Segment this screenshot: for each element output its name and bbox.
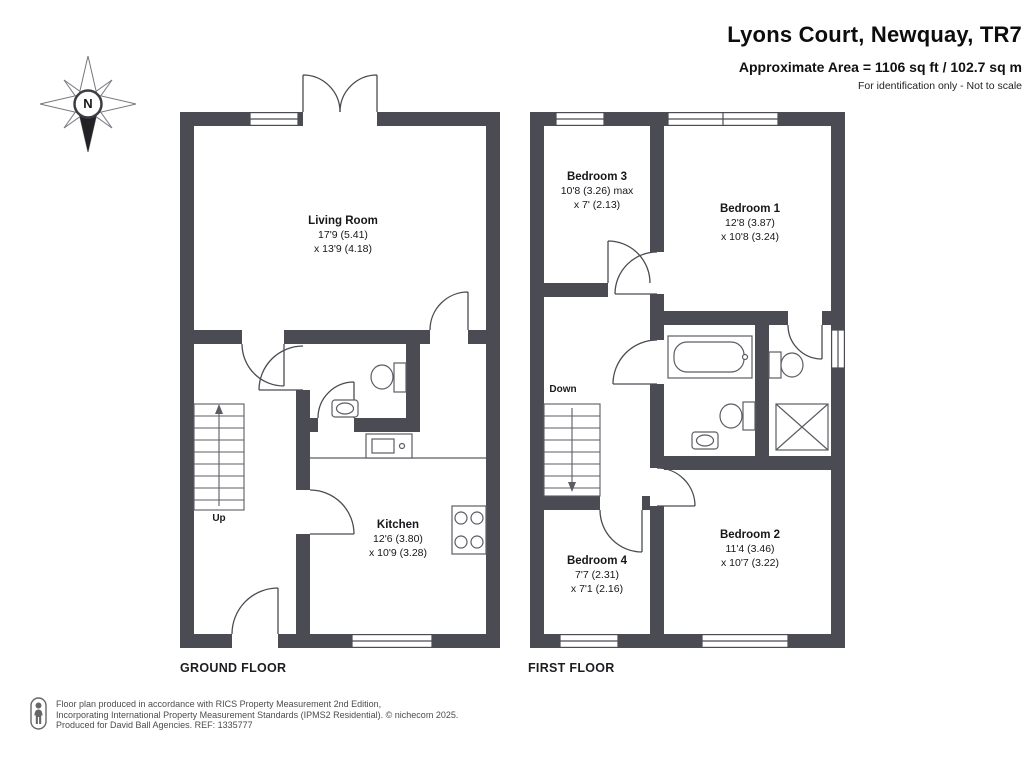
ground-walls <box>180 112 500 648</box>
staircase-down <box>543 403 601 497</box>
room-name: Bedroom 3 <box>566 171 628 183</box>
room-name: Kitchen <box>376 519 420 531</box>
footer: Floor plan produced in accordance with R… <box>56 699 458 731</box>
kitchen-fixtures <box>310 433 487 555</box>
room-name: Bedroom 4 <box>566 555 628 567</box>
first-floor-title: FIRST FLOOR <box>528 661 615 675</box>
door-arc <box>614 251 658 295</box>
first-windows <box>555 111 845 648</box>
ground-windows <box>249 111 433 648</box>
stairs-down-label: Down <box>549 384 577 395</box>
door-arc <box>612 339 658 385</box>
area-text: Approximate Area = 1106 sq ft / 102.7 sq… <box>738 59 1022 75</box>
disclaimer-text: For identification only - Not to scale <box>858 80 1022 92</box>
footer-line-3: Produced for David Ball Agencies. REF: 1… <box>56 720 253 730</box>
room-label-kitchen: Kitchen 12'6 (3.80) x 10'9 (3.28) <box>369 518 427 560</box>
footer-line-1: Floor plan produced in accordance with R… <box>56 699 382 709</box>
page-title: Lyons Court, Newquay, TR7 <box>727 22 1022 47</box>
room-name: Living Room <box>308 215 378 227</box>
ground-door-openings <box>232 112 377 648</box>
room-label-bedroom-3: Bedroom 3 10'8 (3.26) max x 7' (2.13) <box>561 170 634 212</box>
door-arc <box>309 489 355 535</box>
header: Lyons Court, Newquay, TR7 Approximate Ar… <box>727 22 1022 92</box>
door-arc <box>241 343 285 387</box>
door-arc <box>599 509 643 553</box>
door-arc <box>339 74 378 113</box>
toilet-icon <box>742 401 756 431</box>
room-dimensions: 10'8 (3.26) max <box>560 185 634 197</box>
toilet-icon <box>768 351 782 379</box>
room-dimensions: 12'8 (3.87) <box>725 217 775 229</box>
compass-north-label: N <box>83 96 93 112</box>
door-arc <box>258 345 304 391</box>
shower-icon <box>775 403 829 451</box>
room-dimensions: 12'6 (3.80) <box>373 533 423 545</box>
bathroom-fixtures <box>667 335 756 450</box>
first-doors <box>599 240 823 553</box>
room-label-bedroom-1: Bedroom 1 12'8 (3.87) x 10'8 (3.24) <box>720 202 780 244</box>
toilet-icon <box>393 362 407 393</box>
compass-icon <box>39 55 137 153</box>
room-dimensions: 11'4 (3.46) <box>725 543 775 555</box>
first-floor-plan <box>530 111 845 648</box>
wc-fixtures <box>331 362 407 418</box>
room-label-bedroom-2: Bedroom 2 11'4 (3.46) x 10'7 (3.22) <box>720 528 780 570</box>
person-icon <box>30 697 47 735</box>
ground-floor-title: GROUND FLOOR <box>180 661 287 675</box>
room-dimensions: 17'9 (5.41) <box>318 229 368 241</box>
room-name: Bedroom 2 <box>719 529 781 541</box>
door-arc <box>231 587 279 635</box>
ground-floor-plan <box>180 74 500 648</box>
room-dimensions: x 13'9 (4.18) <box>313 243 373 255</box>
door-arc <box>429 291 469 331</box>
door-arc <box>607 240 651 284</box>
door-arc <box>656 467 696 507</box>
room-label-living-room: Living Room 17'9 (5.41) x 13'9 (4.18) <box>308 214 378 256</box>
staircase-up <box>193 403 245 511</box>
ground-doors <box>231 74 469 635</box>
footer-line-2: Incorporating International Property Mea… <box>56 709 459 720</box>
room-dimensions: x 7'1 (2.16) <box>570 583 624 595</box>
room-dimensions: x 7' (2.13) <box>573 199 621 211</box>
room-name: Bedroom 1 <box>719 203 781 215</box>
ensuite-fixtures <box>768 351 829 451</box>
door-arc <box>787 324 823 360</box>
room-label-bedroom-4: Bedroom 4 7'7 (2.31) x 7'1 (2.16) <box>567 554 627 596</box>
room-dimensions: x 10'8 (3.24) <box>720 231 780 243</box>
room-dimensions: x 10'7 (3.22) <box>720 557 780 569</box>
room-dimensions: x 10'9 (3.28) <box>368 547 428 559</box>
room-dimensions: 7'7 (2.31) <box>574 569 620 581</box>
door-arc <box>302 74 341 113</box>
stairs-up-label: Up <box>212 513 226 524</box>
